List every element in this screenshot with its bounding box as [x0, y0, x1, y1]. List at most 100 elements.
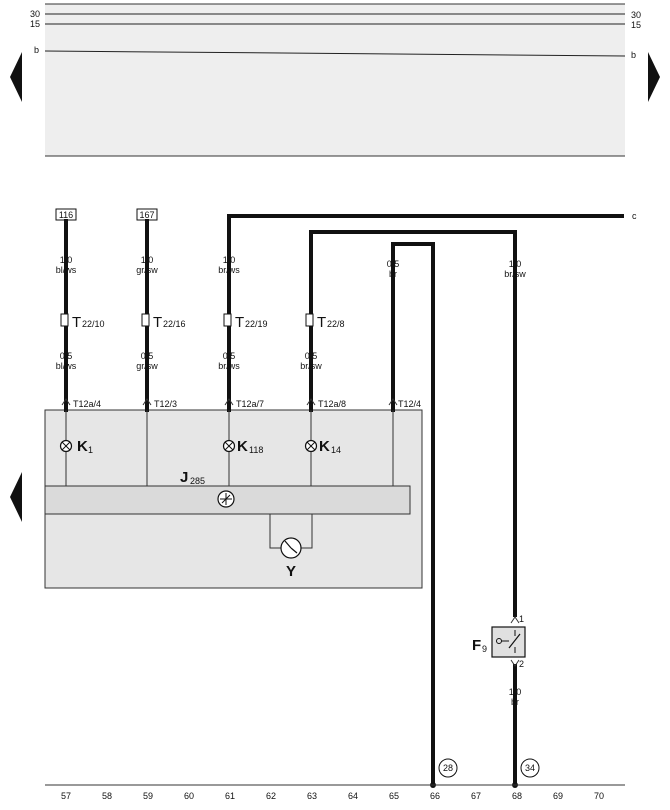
bottom-number-60: 60	[184, 791, 194, 801]
bottom-number-65: 65	[389, 791, 399, 801]
bottom-number-62: 62	[266, 791, 276, 801]
bottom-number-66: 66	[430, 791, 440, 801]
wire-2-connector: T	[153, 314, 162, 331]
lamp-k14-icon	[304, 439, 318, 453]
control-unit-sub: 285	[190, 476, 205, 486]
switch-f9-symbol-icon	[496, 630, 521, 653]
connector-3-icon	[223, 313, 232, 327]
wire-5-top-color: br	[389, 269, 397, 279]
wire-2-connector-sub: 22/16	[163, 319, 186, 329]
wire-3-bottom-size: 0,5	[223, 351, 236, 361]
pin-arrow-5-icon	[388, 398, 398, 406]
rail-15-left-label: 15	[30, 19, 40, 29]
lamp-k1-icon	[59, 439, 73, 453]
wire-5-top-size: 0,5	[387, 259, 400, 269]
clock-y-label: Y	[286, 563, 296, 580]
switch-pin-bottom: 2	[519, 659, 524, 669]
ground-ref-34-label: 34	[525, 763, 535, 773]
wire-2-top-color: gr/sw	[136, 265, 158, 275]
rail-b-right-label: b	[631, 50, 636, 60]
wire-3-top-color: br/ws	[218, 265, 240, 275]
pin-arrow-3-icon	[224, 398, 234, 406]
ref-box-116-label: 116	[59, 210, 73, 220]
switch-pin-bottom-arrow-icon	[510, 659, 520, 667]
switch-pin-top: 1	[519, 614, 524, 624]
wire-2-bottom-size: 0,5	[141, 351, 154, 361]
wire-2-top-size: 1,0	[141, 255, 154, 265]
bottom-number-59: 59	[143, 791, 153, 801]
wire-3-to-c	[227, 214, 624, 412]
rail-b	[44, 50, 626, 57]
page-left-arrow-top-icon[interactable]	[10, 52, 22, 102]
lamp-k14-label: K	[319, 438, 330, 455]
bottom-number-61: 61	[225, 791, 235, 801]
top-rail-panel	[45, 4, 625, 156]
pin-arrow-4-icon	[306, 398, 316, 406]
rail-b-left-label: b	[34, 45, 39, 55]
wire-2-bottom-color: gr/sw	[136, 361, 158, 371]
lamp-k1-sub: 1	[88, 445, 93, 455]
lamp-k1-label: K	[77, 438, 88, 455]
connector-2-icon	[141, 313, 150, 327]
wire-3-connector-sub: 22/19	[245, 319, 268, 329]
pin-arrow-1-icon	[61, 398, 71, 406]
bottom-number-row: 57 58 59 60 61 62 63 64 65 66 67 68 69 70	[61, 791, 604, 801]
bottom-number-58: 58	[102, 791, 112, 801]
wire-2-pin: T12/3	[154, 399, 177, 409]
wire-4-bottom-size: 0,5	[305, 351, 318, 361]
wire-3-top-size: 1,0	[223, 255, 236, 265]
wire-1-bottom-color: bl/ws	[56, 361, 77, 371]
clock-y-icon	[280, 537, 302, 559]
lamp-k118-sub: 118	[249, 445, 263, 455]
wire-1-bottom-size: 0,5	[60, 351, 73, 361]
wire-3-connector: T	[235, 314, 244, 331]
rail-15-right-label: 15	[631, 20, 641, 30]
connector-1-icon	[60, 313, 69, 327]
lamp-k118-icon	[222, 439, 236, 453]
switch-f9-sub: 9	[482, 644, 487, 654]
ground-ref-28-label: 28	[443, 763, 453, 773]
rail-c-label: c	[632, 211, 637, 221]
wire-6-top-color: br/sw	[504, 269, 526, 279]
bottom-number-64: 64	[348, 791, 358, 801]
wire-4-pin: T12a/8	[318, 399, 346, 409]
wire-5-pin: T12/4	[398, 399, 421, 409]
ground-ref-34-circle[interactable]	[520, 758, 540, 778]
ground-ref-28-circle[interactable]	[438, 758, 458, 778]
wire-3-pin: T12a/7	[236, 399, 264, 409]
control-unit-symbol-icon	[217, 490, 235, 508]
pin-arrow-2-icon	[142, 398, 152, 406]
switch-wire-color: br	[511, 697, 519, 707]
connector-4-icon	[305, 313, 314, 327]
switch-f9-box	[491, 626, 526, 658]
ref-box-167-label: 167	[139, 210, 154, 220]
wire-1-pin: T12a/4	[73, 399, 101, 409]
wire-1-top-size: 1,0	[60, 255, 73, 265]
wire-3-bottom-color: br/ws	[218, 361, 240, 371]
lamp-k14-sub: 14	[331, 445, 341, 455]
wire-4-connector-sub: 22/8	[327, 319, 345, 329]
wire-4-bottom-color: br/sw	[300, 361, 322, 371]
switch-wire-size: 1,0	[509, 687, 522, 697]
wire-6-top-size: 1,0	[509, 259, 522, 269]
page-right-arrow-top-icon[interactable]	[648, 52, 660, 102]
wire-1-connector-sub: 22/10	[82, 319, 105, 329]
bottom-number-57: 57	[61, 791, 71, 801]
bottom-number-68: 68	[512, 791, 522, 801]
wire-4-connector: T	[317, 314, 326, 331]
bottom-number-67: 67	[471, 791, 481, 801]
page-left-arrow-bottom-icon[interactable]	[10, 472, 22, 522]
wire-1-top-color: bl/ws	[56, 265, 77, 275]
bottom-number-63: 63	[307, 791, 317, 801]
lamp-k118-label: K	[237, 438, 248, 455]
switch-f9-label: F	[472, 637, 481, 654]
bottom-number-69: 69	[553, 791, 563, 801]
wire-1-connector: T	[72, 314, 81, 331]
switch-pin-top-arrow-icon	[510, 616, 520, 624]
wire-5-to-ground-28	[391, 242, 435, 787]
rail-30-left-label: 30	[30, 9, 40, 19]
control-unit-label: J	[180, 469, 188, 486]
bottom-number-70: 70	[594, 791, 604, 801]
